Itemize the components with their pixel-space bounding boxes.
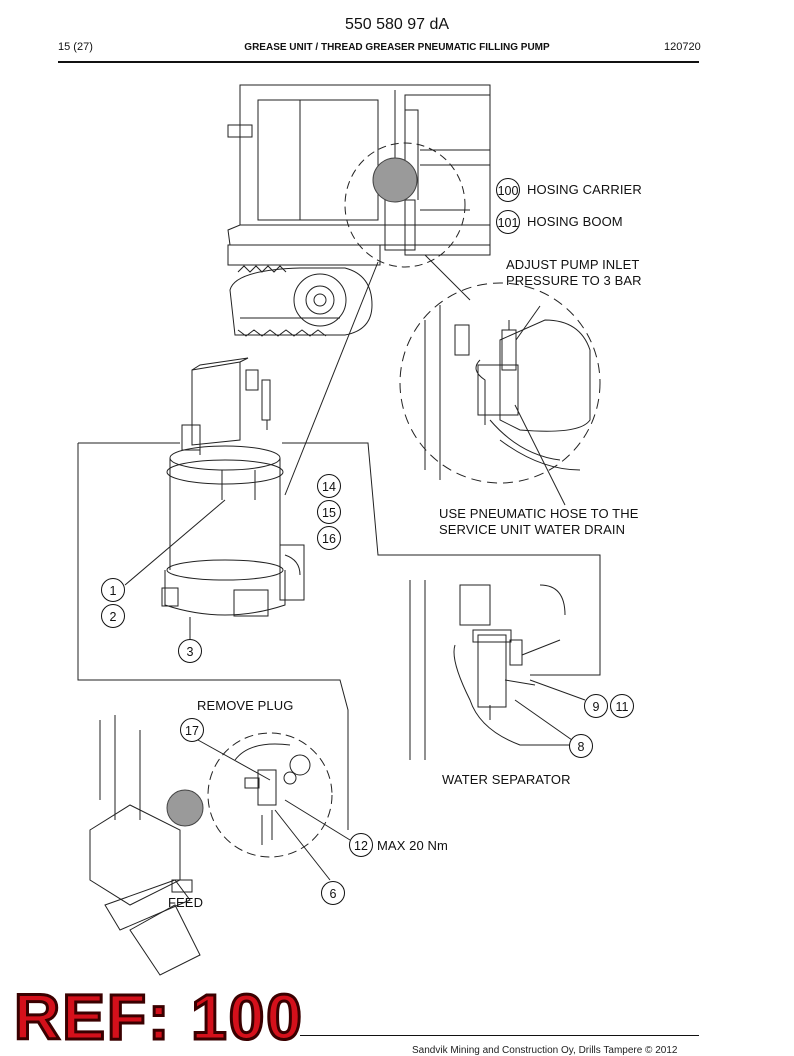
label-hosing-carrier: HOSING CARRIER bbox=[527, 182, 642, 197]
pump-inlet-detail bbox=[424, 305, 591, 506]
label-max-torque: MAX 20 Nm bbox=[377, 838, 448, 853]
label-adjust-pump-1: ADJUST PUMP INLET bbox=[506, 257, 640, 272]
plug-detail bbox=[234, 743, 311, 845]
label-water-separator: WATER SEPARATOR bbox=[442, 772, 571, 787]
label-hosing-boom: HOSING BOOM bbox=[527, 214, 623, 229]
label-adjust-pump-2: PRESSURE TO 3 BAR bbox=[506, 273, 642, 288]
callout-12: 12 bbox=[349, 833, 373, 857]
callout-3: 3 bbox=[178, 639, 202, 663]
label-use-hose-1: USE PNEUMATIC HOSE TO THE bbox=[439, 506, 639, 521]
detail-circle-plug bbox=[207, 732, 333, 858]
callout-9: 9 bbox=[584, 694, 608, 718]
callout-101: 101 bbox=[496, 210, 520, 234]
feed-illustration bbox=[89, 715, 201, 976]
grease-pump-illustration bbox=[161, 357, 305, 617]
page-number: 15 (27) bbox=[58, 41, 93, 53]
page-title: GREASE UNIT / THREAD GREASER PNEUMATIC F… bbox=[244, 42, 550, 53]
footer-copyright: Sandvik Mining and Construction Oy, Dril… bbox=[412, 1045, 678, 1056]
callout-2: 2 bbox=[101, 604, 125, 628]
callout-14: 14 bbox=[317, 474, 341, 498]
callout-16: 16 bbox=[317, 526, 341, 550]
document-number: 550 580 97 dA bbox=[344, 16, 450, 33]
highlight-marker-feed bbox=[166, 789, 204, 827]
label-remove-plug: REMOVE PLUG bbox=[197, 698, 294, 713]
footer-rule bbox=[300, 1035, 699, 1036]
highlight-marker bbox=[372, 157, 418, 203]
callout-15: 15 bbox=[317, 500, 341, 524]
label-feed: FEED bbox=[168, 895, 204, 910]
callout-11: 11 bbox=[610, 694, 634, 718]
header-rule bbox=[58, 61, 699, 63]
reference-stamp: REF: 100 bbox=[13, 981, 304, 1053]
water-separator-illustration bbox=[409, 580, 586, 760]
drill-rig-illustration bbox=[227, 84, 491, 337]
detail-circle-pump bbox=[399, 282, 601, 484]
callout-6: 6 bbox=[321, 881, 345, 905]
callout-17: 17 bbox=[180, 718, 204, 742]
label-use-hose-2: SERVICE UNIT WATER DRAIN bbox=[439, 522, 626, 537]
date-code: 120720 bbox=[664, 41, 701, 53]
callout-100: 100 bbox=[496, 178, 520, 202]
callout-8: 8 bbox=[569, 734, 593, 758]
callout-1: 1 bbox=[101, 578, 125, 602]
